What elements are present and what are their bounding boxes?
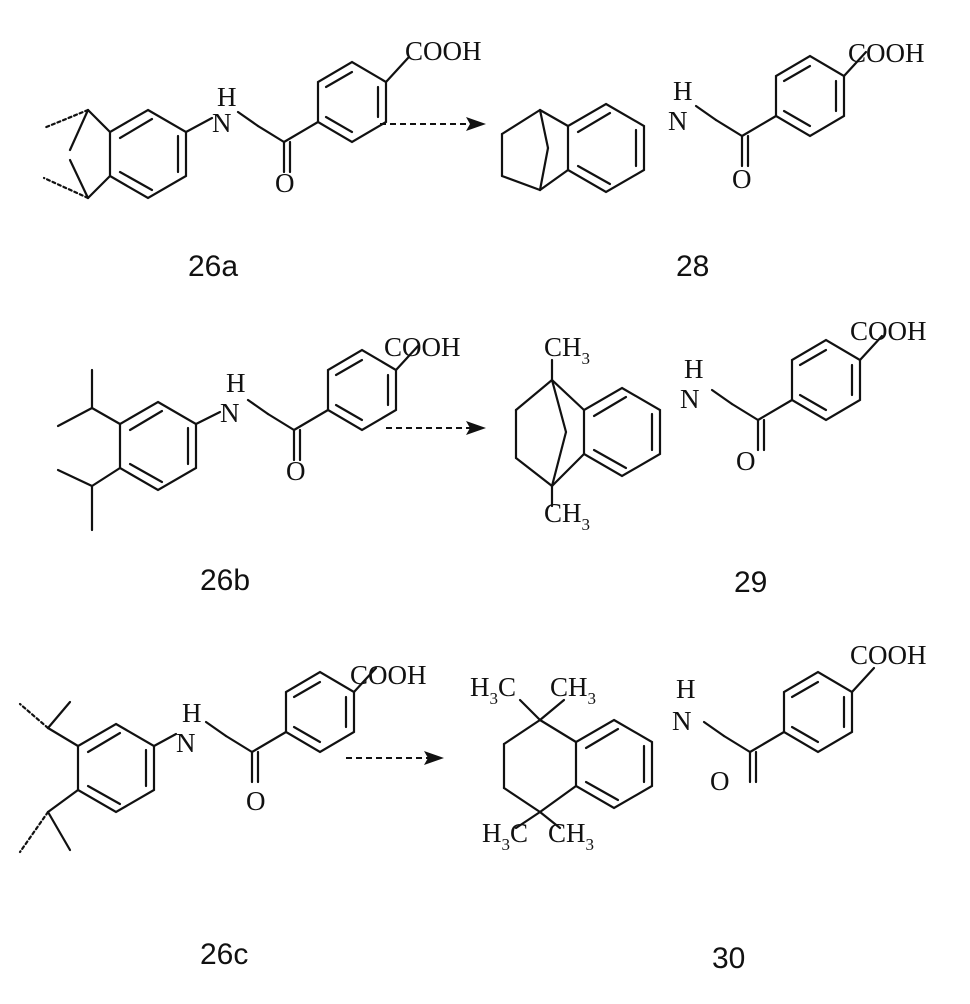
compound-label: 26c — [200, 938, 248, 971]
methyl-group: CH3 — [550, 672, 596, 708]
reaction-arrow — [346, 751, 444, 765]
carboxyl-group: COOH — [384, 332, 461, 362]
carboxyl-group: COOH — [850, 640, 927, 670]
hydrogen-atom: H — [182, 698, 202, 728]
hydrogen-atom: H — [217, 82, 237, 112]
oxygen-atom: O — [710, 766, 730, 796]
nitrogen-atom: N — [680, 384, 700, 414]
oxygen-atom: O — [732, 164, 752, 194]
hydrogen-atom: H — [684, 354, 704, 384]
compound-29: N H O COOH CH3 CH3 — [514, 316, 927, 534]
methyl-group: CH3 — [544, 498, 590, 534]
methyl-group: CH3 — [544, 332, 590, 368]
nitrogen-atom: N — [176, 728, 196, 758]
compound-30: N H O COOH H3C CH3 H3C CH3 — [470, 640, 927, 854]
nitrogen-atom: N — [220, 398, 240, 428]
compound-26b: N H O COOH — [56, 332, 461, 532]
nitrogen-atom: N — [212, 108, 232, 138]
oxygen-atom: O — [286, 456, 306, 486]
hydrogen-atom: H — [226, 368, 246, 398]
compound-26a: N H O COOH — [42, 36, 482, 200]
carboxyl-group: COOH — [405, 36, 482, 66]
compound-label: 28 — [676, 250, 709, 283]
oxygen-atom: O — [246, 786, 266, 816]
compound-label: 30 — [712, 942, 745, 975]
hydrogen-atom: H — [673, 76, 693, 106]
compound-26c: N H O COOH — [18, 660, 427, 854]
oxygen-atom: O — [275, 168, 295, 198]
compound-28: N H O COOH — [500, 38, 925, 194]
nitrogen-atom: N — [668, 106, 688, 136]
methyl-group: CH3 — [548, 818, 594, 854]
compound-label: 29 — [734, 566, 767, 599]
oxygen-atom: O — [736, 446, 756, 476]
hydrogen-atom: H — [676, 674, 696, 704]
carboxyl-group: COOH — [850, 316, 927, 346]
compound-label: 26b — [200, 564, 250, 597]
carboxyl-group: COOH — [848, 38, 925, 68]
carboxyl-group: COOH — [350, 660, 427, 690]
reaction-arrow — [386, 421, 486, 435]
compound-label: 26a — [188, 250, 238, 283]
methyl-group: H3C — [470, 672, 516, 708]
reaction-arrow — [380, 117, 486, 131]
nitrogen-atom: N — [672, 706, 692, 736]
methyl-group: H3C — [482, 818, 528, 854]
